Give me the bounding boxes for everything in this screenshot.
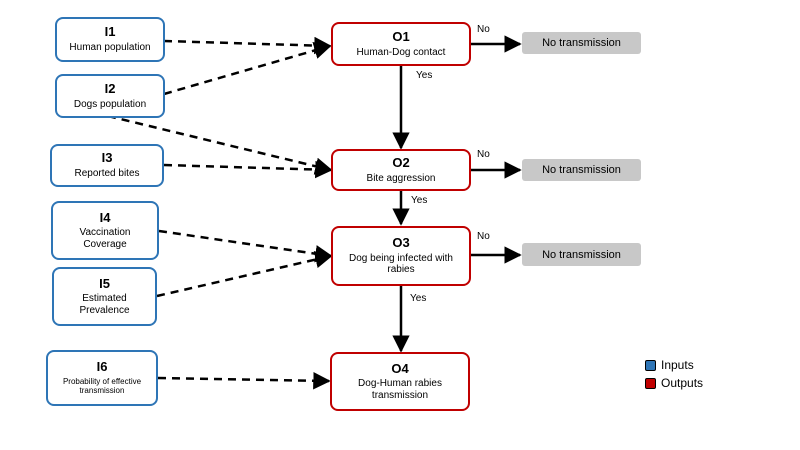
node-label: Vaccination Coverage [79,227,131,250]
node-id: O3 [392,235,410,251]
edge-i1-o1 [163,36,332,55]
input-node-i5: I5 Estimated Prevalence [52,267,157,326]
node-label: Dog-Human rabies transmission [358,378,442,401]
edge-label-yes: Yes [411,195,428,206]
node-label: Dogs population [73,98,147,110]
node-label: Estimated Prevalence [79,293,130,316]
node-id: I6 [96,359,108,375]
node-id: I4 [99,209,111,225]
legend-outputs: Outputs [645,376,703,390]
node-id: O4 [391,360,409,376]
node-id: I3 [101,150,113,166]
edge-i6-o4 [157,371,331,390]
node-id: I2 [104,80,116,96]
input-node-i4: I4 Vaccination Coverage [51,201,159,260]
no-transmission-box-1: No transmission [522,32,641,54]
output-node-o1: O1 Human-Dog contact [331,22,471,66]
node-id: O2 [392,154,410,170]
edge-label-no: No [477,231,490,242]
edge-label-yes: Yes [416,70,433,81]
node-label: Human-Dog contact [356,46,446,58]
edge-i2-o1 [163,41,332,96]
legend-label-outputs: Outputs [661,376,704,390]
no-transmission-box-2: No transmission [522,159,641,181]
input-node-i6: I6 Probability of effective transmission [46,350,158,406]
input-node-i3: I3 Reported bites [50,144,164,187]
edge-i3-o2 [163,160,333,179]
node-label: Bite aggression [366,172,436,184]
legend-label-inputs: Inputs [661,358,694,372]
edge-i4-o3 [158,229,333,263]
edge-label-no: No [477,149,490,160]
edge-label-no: No [477,24,490,35]
legend-inputs: Inputs [645,358,694,372]
node-id: I1 [104,24,116,40]
no-transmission-box-3: No transmission [522,243,641,266]
node-label: Reported bites [74,168,140,180]
edge-i5-o3 [156,251,333,298]
input-node-i1: I1 Human population [55,17,165,62]
edge-label-yes: Yes [410,293,427,304]
node-label: Dog being infected with rabies [349,252,453,276]
input-node-i2: I2 Dogs population [55,74,165,118]
output-node-o2: O2 Bite aggression [331,149,471,191]
node-label: Probability of effective transmission [62,377,142,396]
legend-swatch-outputs [645,377,656,389]
node-id: I5 [99,275,110,291]
edge-i2-o2 [107,114,333,175]
legend-swatch-inputs [645,359,656,371]
node-id: O1 [392,28,410,44]
node-label: Human population [69,42,151,54]
output-node-o3: O3 Dog being infected with rabies [331,226,471,286]
output-node-o4: O4 Dog-Human rabies transmission [330,352,470,411]
